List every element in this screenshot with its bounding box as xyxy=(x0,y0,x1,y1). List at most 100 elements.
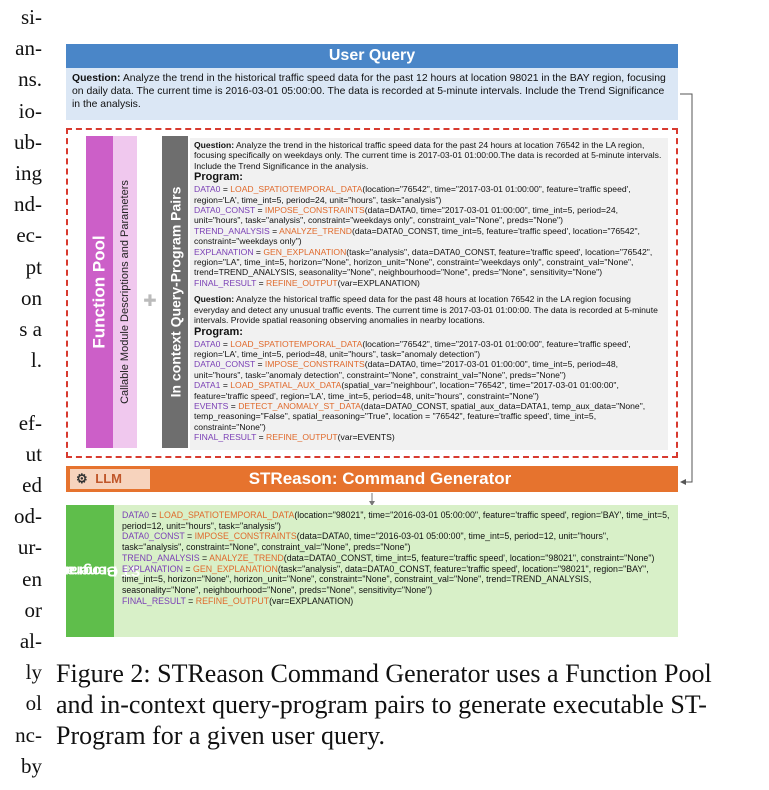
user-query-title: User Query xyxy=(328,47,416,64)
program-line: DATA0_CONST = IMPOSE_CONSTRAINTS(data=DA… xyxy=(194,205,664,226)
left-column-line: ef- xyxy=(18,410,42,435)
program-line-var: EXPLANATION xyxy=(122,563,183,574)
left-column-line: si- xyxy=(21,5,42,29)
program-line-fn: GEN_EXPLANATION xyxy=(263,246,347,257)
program-line-eq: = xyxy=(269,225,280,236)
program-line-args: (spatial_var="neighbour", location="7654… xyxy=(194,380,619,401)
program-line: DATA1 = LOAD_SPATIAL_AUX_DATA(spatial_va… xyxy=(194,380,664,401)
program-line-var: FINAL_RESULT xyxy=(194,277,257,288)
program-line-var: DATA0_CONST xyxy=(122,531,185,542)
program-line-eq: = xyxy=(220,184,231,195)
example1-program: DATA0 = LOAD_SPATIOTEMPORAL_DATA(locatio… xyxy=(194,184,664,288)
program-line: EVENTS = DETECT_ANOMALY_ST_DATA(data=DAT… xyxy=(194,401,664,432)
program-line: EXPLANATION = GEN_EXPLANATION(task="anal… xyxy=(194,247,664,278)
program-line-fn: LOAD_SPATIOTEMPORAL_DATA xyxy=(230,338,363,349)
program-line-var: DATA0 xyxy=(194,184,221,195)
llm-badge: ⚙ LLM xyxy=(70,469,150,489)
example2-program: DATA0 = LOAD_SPATIOTEMPORAL_DATA(locatio… xyxy=(194,339,664,443)
program-line-args: (task="analysis", data=DATA0_CONST, feat… xyxy=(194,246,653,278)
program-line-fn: DETECT_ANOMALY_ST_DATA xyxy=(238,400,361,411)
example2-question-label: Question: xyxy=(194,294,235,305)
program-line: TREND_ANALYSIS = ANALYZE_TREND(data=DATA… xyxy=(194,226,664,247)
left-column-line: io- xyxy=(18,98,42,123)
program-line-var: FINAL_RESULT xyxy=(122,595,186,606)
generated-program-code: DATA0 = LOAD_SPATIOTEMPORAL_DATA(locatio… xyxy=(122,510,670,606)
program-line-fn: LOAD_SPATIOTEMPORAL_DATA xyxy=(230,184,363,195)
program-line-var: TREND_ANALYSIS xyxy=(122,552,200,563)
program-line: FINAL_RESULT = REFINE_OUTPUT(var=EXPLANA… xyxy=(194,278,664,288)
connector-arrowhead xyxy=(680,479,686,485)
user-query-label: Question: xyxy=(72,73,121,84)
program-line-fn: LOAD_SPATIAL_AUX_DATA xyxy=(230,380,342,391)
program-line-eq: = xyxy=(256,432,267,443)
command-generator-bar xyxy=(66,466,678,492)
program-line-var: DATA0_CONST xyxy=(194,205,256,216)
program-line-args: (var=EVENTS) xyxy=(337,432,395,443)
program-line-var: EXPLANATION xyxy=(194,246,254,257)
user-query-box: Question: Analyze the trend in the histo… xyxy=(66,68,678,120)
left-column-line: nc- xyxy=(15,722,42,747)
program-line-eq: = xyxy=(182,563,193,574)
program-line-fn: ANALYZE_TREND xyxy=(209,552,284,563)
incontext-examples-panel: Question: Analyze the trend in the histo… xyxy=(190,138,668,450)
program-line-eq: = xyxy=(256,277,267,288)
program-line-args: (location="98021", time="2016-03-01 05:0… xyxy=(122,510,670,531)
user-query-banner: User Query xyxy=(66,44,678,68)
left-column-line: l. xyxy=(30,348,42,373)
program-line-eq: = xyxy=(149,510,160,520)
example1-program-label: Program: xyxy=(194,171,243,184)
program-line-fn: REFINE_OUTPUT xyxy=(266,432,338,443)
program-line-args: (location="76542", time="2017-03-01 01:0… xyxy=(194,184,631,205)
program-line-args: (data=DATA0, time="2017-03-01 01:00:00",… xyxy=(194,205,618,226)
program-line-var: DATA0_CONST xyxy=(194,359,256,370)
program-line-args: (task="analysis", data=DATA0_CONST, feat… xyxy=(122,563,649,595)
generated-label-bar: Generated ST Program xyxy=(44,505,141,637)
program-line-var: DATA1 xyxy=(194,380,221,391)
example2-program-label: Program: xyxy=(194,325,243,338)
example2-question-text: Analyze the historical traffic speed dat… xyxy=(194,294,658,326)
program-line-args: (data=DATA0_CONST, time_int=5, feature='… xyxy=(283,552,655,563)
program-line: DATA0_CONST = IMPOSE_CONSTRAINTS(data=DA… xyxy=(122,531,670,552)
program-line-fn: IMPOSE_CONSTRAINTS xyxy=(264,359,365,370)
left-column-line: od- xyxy=(14,504,42,529)
program-line-eq: = xyxy=(253,246,264,257)
program-line: EXPLANATION = GEN_EXPLANATION(task="anal… xyxy=(122,564,670,596)
program-line-eq: = xyxy=(228,400,239,411)
program-line-args: (location="76542", time="2017-03-01 01:0… xyxy=(194,338,631,359)
program-line-args: (var=EXPLANATION) xyxy=(337,277,420,288)
left-column-line: al- xyxy=(19,629,42,653)
user-query-text: Analyze the trend in the historical traf… xyxy=(72,73,666,111)
program-line-args: (data=DATA0_CONST, time_int=5, feature='… xyxy=(194,225,640,247)
program-line-eq: = xyxy=(255,205,265,216)
left-column-line: ly xyxy=(25,660,42,685)
generated-program-box xyxy=(66,505,678,637)
example2-question: Question: Analyze the historical traffic… xyxy=(194,294,664,325)
example1-question-text: Analyze the trend in the historical traf… xyxy=(194,140,662,171)
program-line: TREND_ANALYSIS = ANALYZE_TREND(data=DATA… xyxy=(122,553,670,564)
program-line-fn: REFINE_OUTPUT xyxy=(195,595,270,606)
left-column-line: on xyxy=(21,285,42,310)
left-column-line: ec- xyxy=(16,223,42,248)
program-line: DATA0 = LOAD_SPATIOTEMPORAL_DATA(locatio… xyxy=(122,510,670,531)
left-column-line: ed xyxy=(22,473,42,497)
prompt-context-box xyxy=(66,128,678,458)
program-line-fn: IMPOSE_CONSTRAINTS xyxy=(264,205,365,216)
example1-question-label: Question: xyxy=(194,140,235,150)
callable-label: Callable Module Descriptions and Paramet… xyxy=(119,180,131,404)
left-column-line: or xyxy=(24,597,43,622)
left-column-line: ing xyxy=(15,161,42,185)
left-column-line: ub- xyxy=(14,129,42,154)
left-column-line: en xyxy=(22,566,42,591)
left-column-line: ut xyxy=(25,441,42,466)
program-line-eq: = xyxy=(220,380,231,391)
program-line-fn: REFINE_OUTPUT xyxy=(266,277,338,288)
left-column-line: ol xyxy=(25,691,42,716)
program-line-eq: = xyxy=(185,595,196,606)
program-line-var: DATA0 xyxy=(194,338,221,349)
llm-label: LLM xyxy=(95,471,122,486)
program-line-var: TREND_ANALYSIS xyxy=(194,225,270,236)
program-line-eq: = xyxy=(199,552,210,563)
function-pool-bar: Function Pool xyxy=(86,136,113,448)
connector-line xyxy=(680,93,693,483)
program-line-args: (data=DATA0, time="2016-03-01 05:00:00",… xyxy=(122,531,609,553)
